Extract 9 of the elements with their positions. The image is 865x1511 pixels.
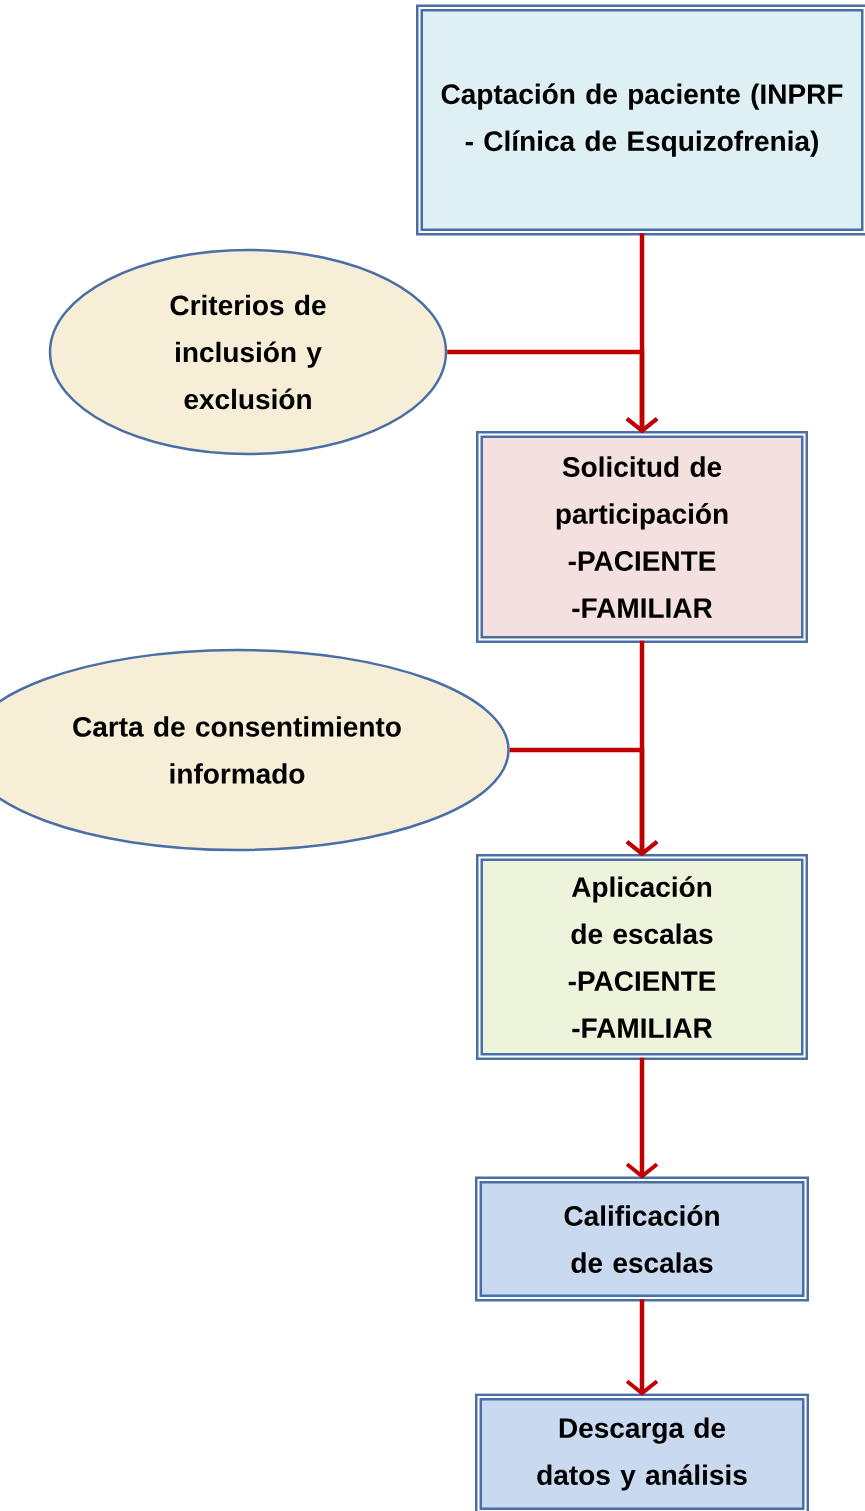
arrow	[509, 747, 659, 857]
arrow	[447, 349, 659, 434]
arrow	[625, 1299, 659, 1396]
process-box: Descarga de datos y análisis	[475, 1393, 809, 1511]
arrow	[625, 1057, 659, 1179]
process-box: Aplicación de escalas -PACIENTE -FAMILIAR	[476, 854, 808, 1060]
process-box: Calificación de escalas	[475, 1176, 809, 1302]
process-box: Captación de paciente (INPRF - Clínica de Esquizofrenia)	[416, 4, 865, 236]
process-box: Solicitud de participación -PACIENTE -FAMILIAR	[476, 431, 808, 643]
